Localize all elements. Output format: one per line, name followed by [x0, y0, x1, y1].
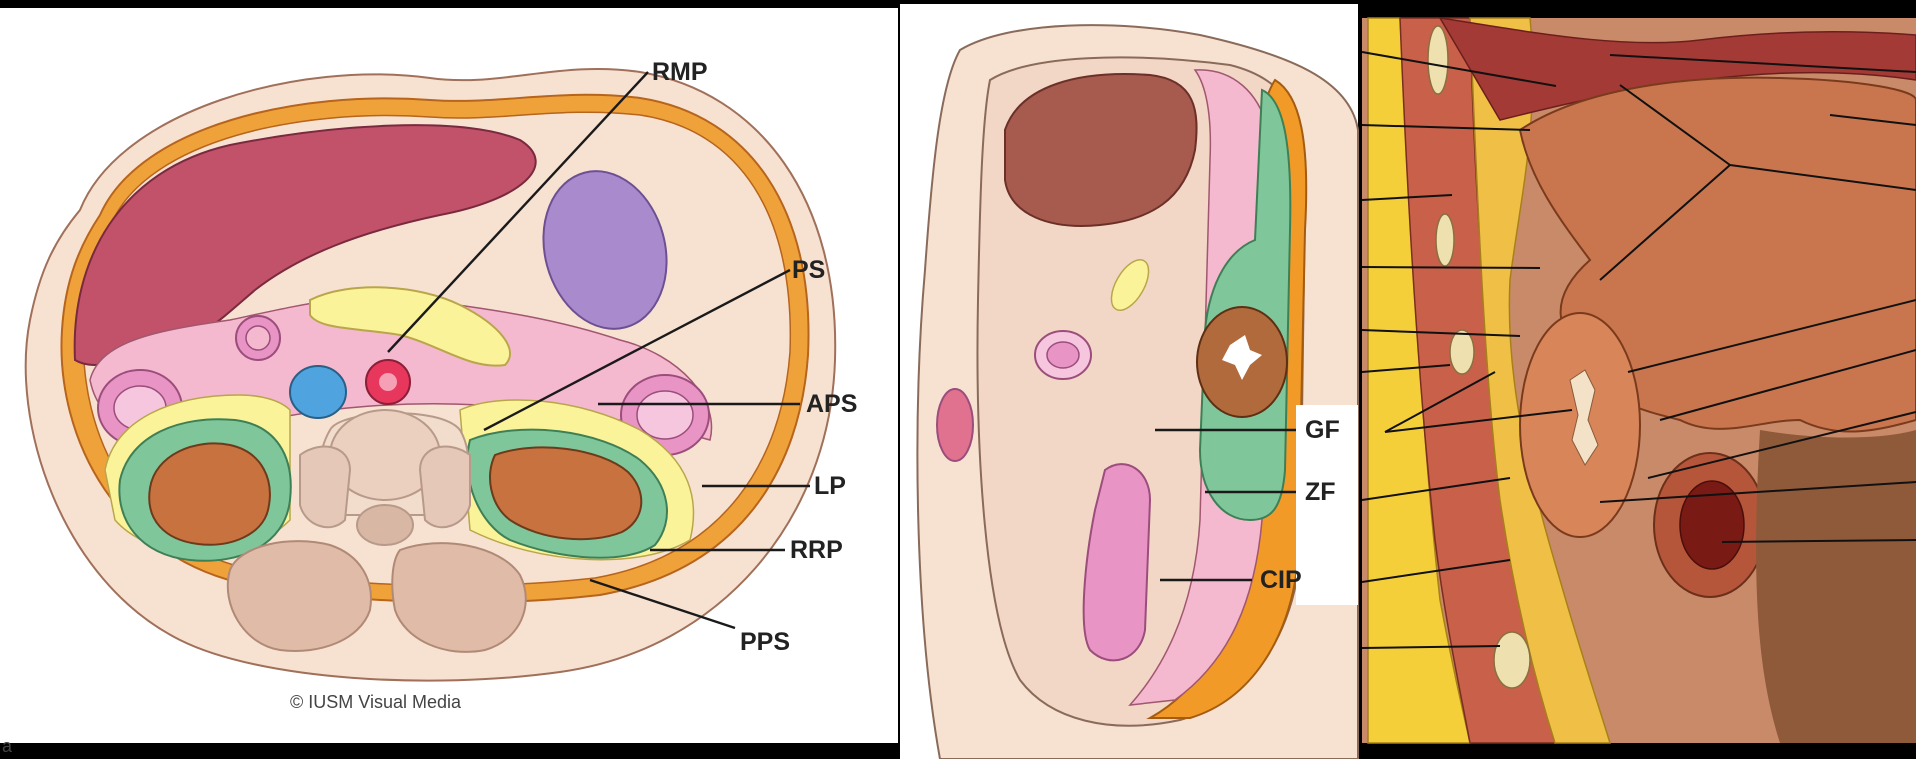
panel-middle-flank-section: GF ZF CIP	[898, 0, 1360, 759]
erector-spinae-right	[228, 541, 371, 651]
panel-left-axial-section: RMP PS APS LP RRP PPS © IUSM Visual Medi…	[0, 8, 898, 759]
label-lp: LP	[814, 472, 846, 500]
label-gf: GF	[1305, 416, 1340, 444]
label-pps: PPS	[740, 628, 790, 656]
panel-right-sagittal-illustration	[1360, 0, 1916, 759]
aorta-lumen	[379, 373, 397, 391]
rib-middle	[1436, 214, 1454, 266]
label-rmp: RMP	[652, 58, 708, 86]
spinal-canal	[357, 505, 413, 545]
right-kidney	[149, 443, 270, 544]
psoas-left	[420, 447, 470, 528]
inferior-vena-cava	[290, 366, 346, 418]
duodenum-lumen	[246, 326, 270, 350]
label-rrp: RRP	[790, 536, 843, 564]
descending-colon-lumen	[637, 391, 693, 439]
leader-r-left-4	[1362, 267, 1540, 268]
label-cip: CIP	[1260, 566, 1302, 594]
panel-left-bottom-bar	[0, 743, 898, 759]
label-zf: ZF	[1305, 478, 1336, 506]
iliac-crest	[1494, 632, 1530, 688]
rib-lower	[1450, 330, 1474, 374]
label-aps: APS	[806, 390, 857, 418]
credit-text: © IUSM Visual Media	[290, 692, 462, 712]
flank-anterior-bowel	[937, 389, 973, 461]
corner-mark: a	[2, 736, 13, 756]
posterior-peritoneum	[1756, 430, 1916, 743]
psoas-right	[300, 447, 350, 528]
label-ps: PS	[792, 256, 825, 284]
flank-colon-lumen	[1047, 342, 1079, 368]
rib-upper	[1428, 26, 1448, 94]
